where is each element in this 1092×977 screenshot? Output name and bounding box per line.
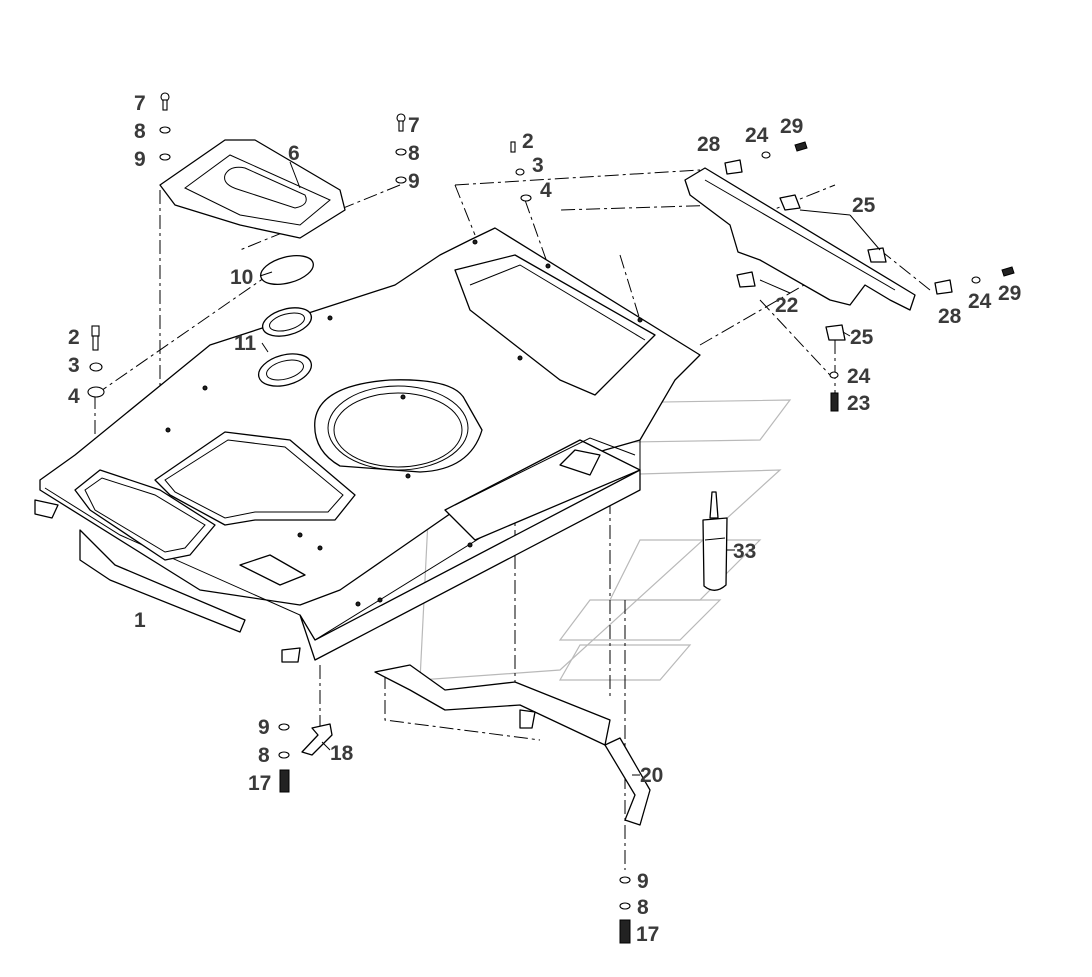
callout-8-top-right: 8 (408, 142, 420, 165)
sealant-tube (702, 491, 728, 591)
callout-9-lower-left: 9 (258, 716, 270, 739)
grommets (257, 254, 314, 387)
callout-3-center: 3 (532, 154, 544, 177)
callout-18: 18 (330, 742, 354, 765)
callout-17-lower-left: 17 (248, 772, 271, 795)
callout-22: 22 (775, 294, 798, 317)
cover-plate (159, 139, 346, 239)
callout-11: 11 (234, 332, 257, 355)
callout-25-upper: 25 (852, 194, 876, 217)
callout-33: 33 (733, 540, 756, 563)
lower-bracket (374, 664, 651, 826)
callout-24-top: 24 (745, 124, 769, 147)
callout-7-top-left: 7 (134, 92, 146, 115)
small-bracket (301, 723, 333, 756)
hardware (87, 92, 1015, 944)
callout-8-lower-left: 8 (258, 744, 270, 767)
callout-23: 23 (847, 392, 870, 415)
callout-29-top: 29 (780, 115, 803, 138)
callout-8-bottom: 8 (637, 896, 649, 919)
callout-20: 20 (640, 764, 663, 787)
callout-25-lower: 25 (850, 326, 874, 349)
bracket-assembly (684, 159, 953, 341)
callout-4-left: 4 (68, 385, 80, 408)
callout-9-top-right: 9 (408, 170, 420, 193)
callout-4-center: 4 (540, 179, 552, 202)
callout-2-center: 2 (522, 130, 534, 153)
callout-1: 1 (134, 609, 146, 632)
callout-8-top-left: 8 (134, 120, 146, 143)
callout-2-left: 2 (68, 326, 80, 349)
callout-7-top-right: 7 (408, 114, 420, 137)
callout-17-bottom: 17 (636, 923, 659, 946)
callout-9-bottom: 9 (637, 870, 649, 893)
callout-6: 6 (288, 142, 300, 165)
callout-3-left: 3 (68, 354, 80, 377)
callout-28-top: 28 (697, 133, 721, 156)
callout-29-right: 29 (998, 282, 1021, 305)
callout-10: 10 (230, 266, 253, 289)
floor-plate (34, 227, 701, 663)
callout-9-top-left: 9 (134, 148, 146, 171)
callout-24-lower: 24 (847, 365, 871, 388)
callout-24-right: 24 (968, 290, 992, 313)
callout-labels: 7 8 9 6 7 8 9 10 11 2 3 4 2 3 4 1 28 24 … (68, 92, 1021, 946)
callout-28-right: 28 (938, 305, 962, 328)
leader-lines (259, 161, 881, 776)
